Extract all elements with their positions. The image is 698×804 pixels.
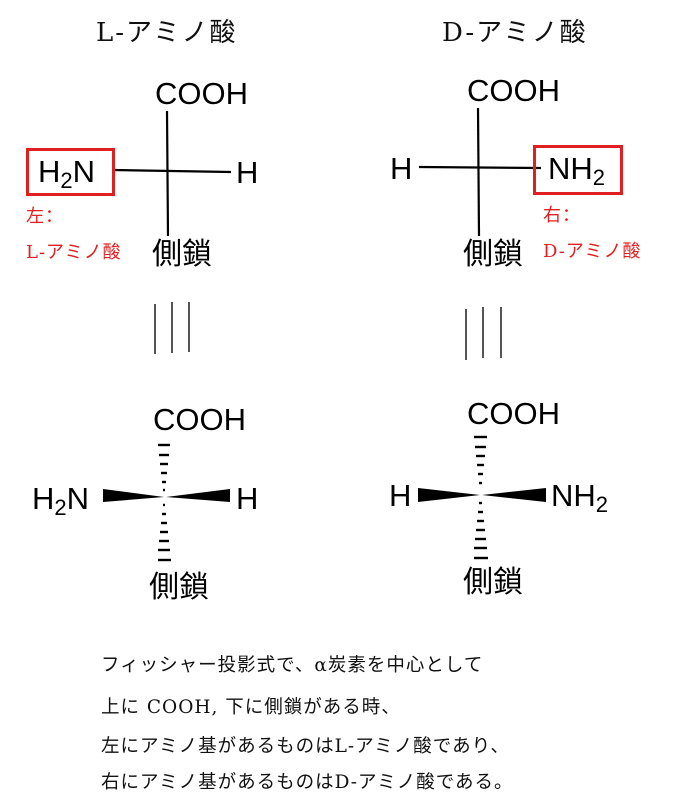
l-wedge-amino-group: H2N (32, 481, 90, 519)
h-atom: H (32, 481, 55, 516)
l-wedge-side-chain: 側鎖 (149, 570, 209, 605)
subscript: 2 (54, 495, 67, 520)
d-fischer-amino-group: NH2 (548, 151, 605, 189)
n-atom: N (72, 154, 96, 189)
l-note-left: 左： (26, 206, 64, 227)
d-amino-acid-title: D-アミノ酸 (442, 18, 588, 48)
d-wedge-cooh: COOH (467, 396, 560, 431)
d-amino-group-highlight-box (533, 145, 623, 195)
explanation-line-1: フィッシャー投影式で、α炭素を中心として (101, 655, 484, 676)
d-wedge-bonds (418, 435, 546, 560)
subscript: 2 (595, 492, 609, 517)
d-equivalence-lines (465, 307, 502, 360)
d-wedge-hydrogen: H (389, 478, 412, 513)
l-amino-group-highlight-box (26, 148, 115, 196)
l-wedge-hydrogen: H (236, 481, 259, 516)
l-equivalence-lines (154, 302, 190, 354)
h-atom: H (38, 154, 61, 189)
subscript: 2 (60, 168, 73, 193)
l-wedge-bonds (103, 443, 230, 562)
d-wedge-amino-group: NH2 (551, 478, 608, 516)
d-fischer-hydrogen: H (390, 151, 413, 186)
l-fischer-cooh: COOH (155, 76, 248, 111)
l-fischer-side-chain: 側鎖 (152, 237, 212, 272)
subscript: 2 (592, 165, 606, 190)
l-fischer-amino-group: H2N (38, 154, 96, 192)
nh-atoms: NH (548, 151, 593, 186)
explanation-line-2: 上に COOH, 下に側鎖がある時、 (101, 697, 401, 718)
nh-atoms: NH (551, 478, 596, 513)
d-fischer-cross (418, 107, 542, 237)
l-fischer-hydrogen: H (236, 155, 259, 190)
l-fischer-cross (113, 110, 232, 237)
l-amino-acid-title: L-アミノ酸 (96, 18, 238, 48)
explanation-line-4: 右にアミノ基があるものはD-アミノ酸である。 (101, 772, 514, 793)
explanation-line-3: 左にアミノ基があるものはL-アミノ酸であり、 (101, 736, 510, 757)
d-note-right: 右： (543, 205, 581, 226)
d-fischer-cooh: COOH (467, 73, 560, 108)
l-note-l-amino-acid: L-アミノ酸 (26, 242, 122, 263)
d-wedge-side-chain: 側鎖 (463, 565, 523, 600)
l-wedge-cooh: COOH (153, 402, 246, 437)
d-note-d-amino-acid: D-アミノ酸 (543, 241, 642, 262)
d-fischer-side-chain: 側鎖 (463, 237, 523, 272)
n-atom: N (66, 481, 90, 516)
